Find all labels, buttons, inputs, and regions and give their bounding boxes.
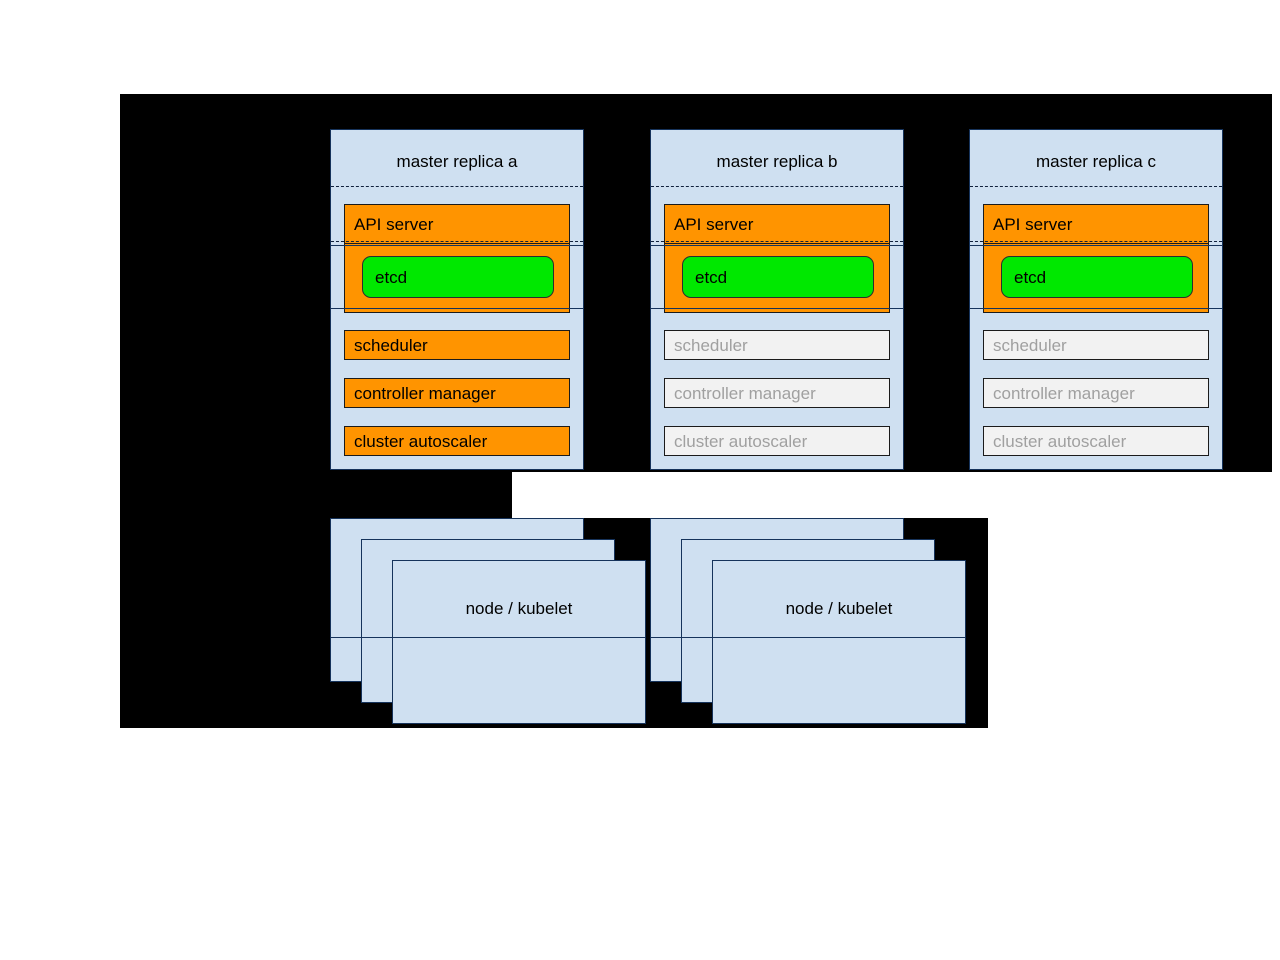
- backdrop-plate-left-gap: [120, 472, 512, 518]
- master-replica-b-divider-top: [651, 186, 903, 187]
- master-replica-c-etcd[interactable]: etcd: [1001, 256, 1193, 298]
- master-replica-b-controller-manager[interactable]: controller manager: [664, 378, 890, 408]
- node-stack-2-divider: [651, 637, 966, 638]
- master-replica-c-divider-api: [970, 241, 1222, 242]
- master-replica-c-cluster-autoscaler[interactable]: cluster autoscaler: [983, 426, 1209, 456]
- master-replica-a-etcd[interactable]: etcd: [362, 256, 554, 298]
- master-replica-a-cluster-autoscaler[interactable]: cluster autoscaler: [344, 426, 570, 456]
- master-replica-b-cluster-autoscaler[interactable]: cluster autoscaler: [664, 426, 890, 456]
- master-replica-c-scheduler[interactable]: scheduler: [983, 330, 1209, 360]
- node-stack-2-label: node / kubelet: [785, 599, 893, 618]
- master-replica-a-line-lower: [331, 308, 583, 309]
- master-replica-a-line-upper: [331, 245, 583, 246]
- master-replica-a-divider-top: [331, 186, 583, 187]
- master-replica-b-divider-api: [651, 241, 903, 242]
- master-replica-b-api-server[interactable]: API server: [664, 204, 890, 244]
- master-replica-c-controller-manager[interactable]: controller manager: [983, 378, 1209, 408]
- master-replica-c-title: master replica c: [1036, 152, 1156, 171]
- master-replica-b-line-upper: [651, 245, 903, 246]
- master-replica-a-divider-api: [331, 241, 583, 242]
- master-replica-a-controller-manager[interactable]: controller manager: [344, 378, 570, 408]
- master-replica-a-api-server[interactable]: API server: [344, 204, 570, 244]
- master-replica-c-divider-top: [970, 186, 1222, 187]
- master-replica-b-line-lower: [651, 308, 903, 309]
- master-replica-c-line-upper: [970, 245, 1222, 246]
- node-stack-1-divider: [331, 637, 646, 638]
- master-replica-a-scheduler[interactable]: scheduler: [344, 330, 570, 360]
- master-replica-b-etcd[interactable]: etcd: [682, 256, 874, 298]
- node-stack-1-card-front[interactable]: [392, 560, 646, 724]
- node-stack-1-label: node / kubelet: [465, 599, 573, 618]
- master-replica-a-title: master replica a: [396, 152, 518, 171]
- master-replica-c-api-server[interactable]: API server: [983, 204, 1209, 244]
- master-replica-c-line-lower: [970, 308, 1222, 309]
- master-replica-b-title: master replica b: [716, 152, 838, 171]
- node-stack-2-card-front[interactable]: [712, 560, 966, 724]
- master-replica-b-scheduler[interactable]: scheduler: [664, 330, 890, 360]
